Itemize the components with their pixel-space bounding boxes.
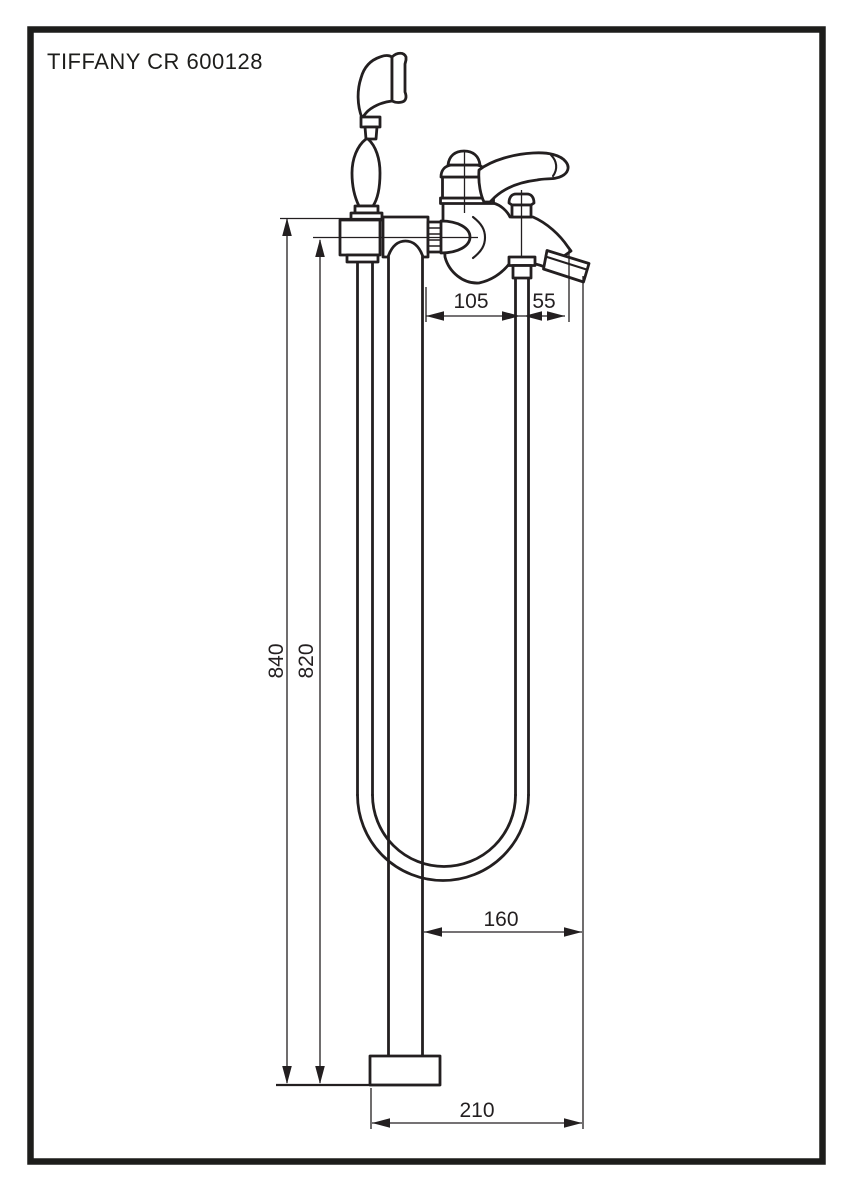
- handshower-neck: [363, 125, 379, 141]
- dimension-105-55: 105 55: [426, 290, 565, 321]
- dimension-160: 160: [424, 908, 582, 937]
- floor-base-block: [368, 1054, 442, 1087]
- page-title: TIFFANY CR 600128: [47, 49, 263, 74]
- handshower-hose: [356, 260, 530, 882]
- mixer-body: [426, 149, 591, 285]
- dimension-label-840: 840: [265, 643, 288, 678]
- handshower-holder: [338, 218, 382, 264]
- hose-u-bend-inner: [371, 793, 517, 868]
- dimension-label-105: 105: [453, 290, 488, 313]
- handshower-spray-face: [390, 51, 408, 104]
- spout-outlet: [542, 249, 591, 284]
- handshower-head: [356, 54, 394, 120]
- dimension-820: 820: [295, 239, 325, 1084]
- hose-union-hex: [511, 264, 533, 280]
- spout-outlet-band: [544, 255, 588, 271]
- handshower-collar: [359, 115, 382, 129]
- riser-column: [381, 215, 430, 1058]
- dimension-extension-lines: [276, 217, 584, 1129]
- hose-u-bend-outer: [356, 793, 530, 882]
- body-shell: [441, 201, 573, 285]
- handshower-handle: [350, 137, 382, 208]
- holder-foot: [345, 253, 380, 264]
- handshower: [349, 51, 408, 222]
- lever-tip-line: [549, 153, 558, 178]
- dimension-label-55: 55: [532, 290, 555, 313]
- body-arc-detail: [471, 215, 487, 260]
- dimension-label-210: 210: [459, 1099, 494, 1122]
- drawing-border: [27, 26, 826, 1165]
- dimension-label-160: 160: [483, 908, 518, 931]
- dimension-210: 210: [372, 1099, 582, 1128]
- single-lever-handle: [477, 151, 570, 204]
- dimension-840: 840: [265, 218, 292, 1084]
- dimension-label-820: 820: [295, 643, 318, 678]
